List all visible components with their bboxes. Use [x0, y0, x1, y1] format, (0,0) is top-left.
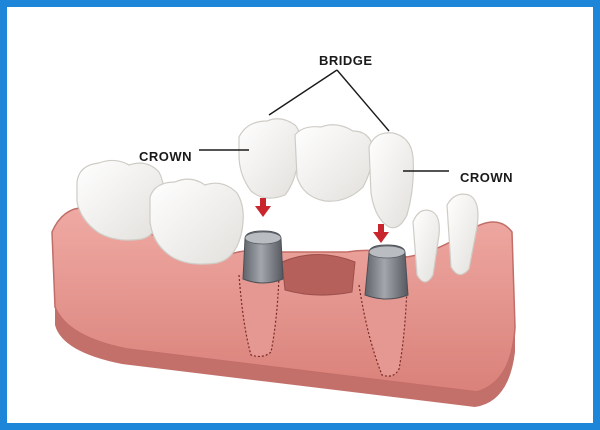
bridge-crown-left	[238, 118, 301, 199]
arrow-down-icon	[373, 224, 389, 243]
bridge-assembly	[238, 118, 414, 229]
molar-front-left	[149, 178, 244, 265]
bridge-crown-right	[368, 132, 414, 229]
front-teeth-right	[412, 193, 479, 283]
label-crown-right: CROWN	[460, 170, 514, 185]
root-outline-left	[238, 274, 280, 358]
bridge-leader-left	[268, 69, 338, 116]
gap-socket	[281, 254, 356, 296]
dental-bridge-illustration	[51, 69, 516, 407]
label-bridge: BRIDGE	[319, 53, 373, 68]
abutment-post-left	[242, 230, 284, 284]
leader-lines	[199, 69, 449, 172]
bridge-pontic	[294, 124, 374, 202]
arrow-down-icon	[255, 198, 271, 217]
label-crown-left: CROWN	[139, 149, 193, 164]
root-outline-right	[358, 284, 408, 377]
bridge-leader-right	[336, 69, 390, 132]
abutment-post-right	[364, 244, 409, 300]
